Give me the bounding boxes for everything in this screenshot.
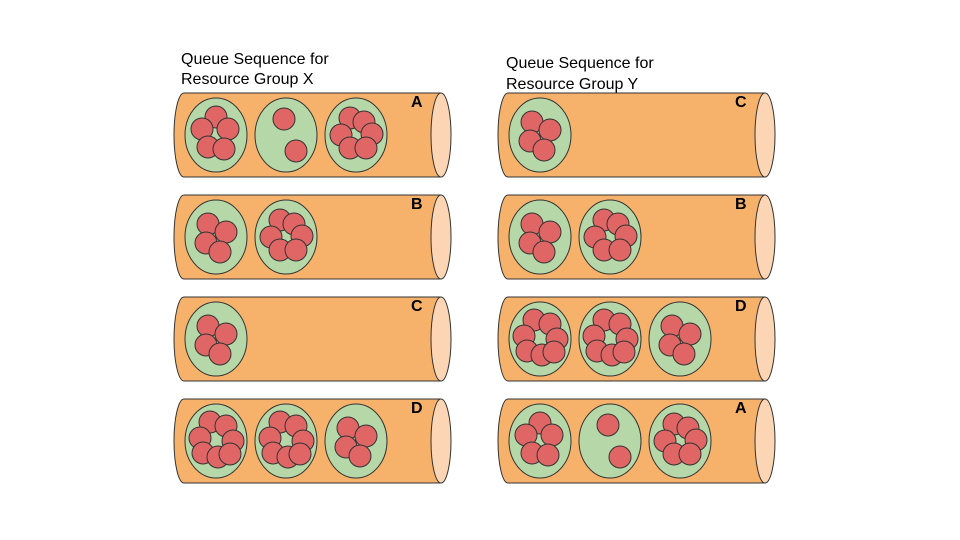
group-y-title-line-2: Resource Group Y [506,76,639,93]
work-item [532,240,556,264]
queue-label: B [735,196,747,213]
pipe-end-cap [754,296,776,382]
work-item [542,340,566,364]
work-item [678,322,702,346]
work-item [678,442,702,466]
work-item [612,340,636,364]
batch [184,301,248,377]
batch [254,97,318,173]
pipe-end-cap [754,194,776,280]
group-x: Queue Sequence for Resource Group X A B C D [173,51,452,484]
queue-b: B [497,194,776,280]
queue-a: A [497,398,776,484]
queue-d: D [173,398,452,484]
queue-label: B [411,196,423,213]
work-item [538,118,562,142]
work-item [348,444,372,468]
queue-label: D [735,298,747,315]
batch [324,403,388,479]
batch [578,301,642,377]
work-item [216,117,240,141]
group-x-title-line-1: Queue Sequence for [181,51,329,68]
work-item [218,442,242,466]
work-item [272,107,296,131]
queue-a: A [173,92,452,178]
queue-d: D [497,296,776,382]
batch [648,301,712,377]
work-item [354,424,378,448]
group-y-title-line-1: Queue Sequence for [506,55,654,72]
pipe-end-cap [754,92,776,178]
pipe-end-cap [430,398,452,484]
work-item [672,342,696,366]
group-x-title-line-2: Resource Group X [181,71,314,88]
work-item [608,445,632,469]
work-item [208,240,232,264]
work-item [532,138,556,162]
batch [184,403,248,479]
batch [508,403,572,479]
work-item [608,238,632,262]
queue-b: B [173,194,452,280]
queue-c: C [497,92,776,178]
batch [184,199,248,275]
batch [578,199,642,275]
work-item [214,220,238,244]
work-item [284,238,308,262]
work-item [208,342,232,366]
batch [578,403,642,479]
work-item [354,136,378,160]
work-item [284,139,308,163]
work-item [536,443,560,467]
queue-label: A [735,400,747,417]
group-y: Queue Sequence for Resource Group Y C B D A [497,55,776,484]
pipe-end-cap [430,92,452,178]
work-item [212,137,236,161]
queue-c: C [173,296,452,382]
pipe-end-cap [430,194,452,280]
queue-label: A [411,94,423,111]
work-item [596,413,620,437]
work-item [214,322,238,346]
queue-label: C [735,94,747,111]
batch [508,97,572,173]
batch [508,301,572,377]
pipe-end-cap [430,296,452,382]
queue-label: C [411,298,423,315]
work-item [538,220,562,244]
work-item [288,442,312,466]
group-x-queues: A B C D [173,92,452,484]
group-y-queues: C B D A [497,92,776,484]
batch [508,199,572,275]
batch [324,97,388,173]
work-item [540,423,564,447]
pipe-end-cap [754,398,776,484]
batch [254,403,318,479]
queue-label: D [411,400,423,417]
batch [254,199,318,275]
batch [184,97,248,173]
batch [648,403,712,479]
